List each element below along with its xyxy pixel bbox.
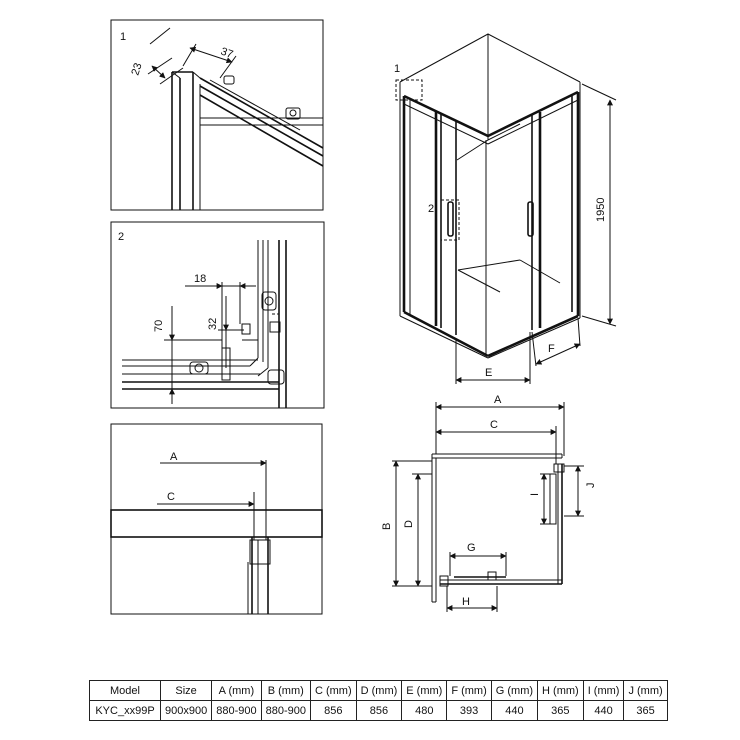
table-header-cell: E (mm) [401,680,448,701]
table-cell: KYC_xx99P [89,700,161,721]
detail-2-panel: 2 [110,221,325,409]
table-header-cell: Model [89,680,161,701]
plan-h-label: H [462,596,470,608]
plan-d-label: D [403,520,415,528]
table-cell: 856 [309,700,357,721]
table-cell: 440 [490,700,539,721]
plan-dim-c: C [435,419,557,464]
detail-2-dim-18: 18 [185,273,256,348]
iso-height-label: 1950 [595,198,607,222]
detail-1-dim-23: 23 [129,27,184,85]
table-cell: 880-900 [211,700,262,721]
table-header-cell: F (mm) [446,680,492,701]
specs-table: Model Size A (mm) B (mm) C (mm) D (mm) E… [89,680,668,721]
table-cell: 880-900 [260,700,311,721]
iso-callout-1-label: 1 [394,63,400,75]
plan-view: A C B D I [381,394,597,612]
table-cell: 480 [401,700,448,721]
table-cell: 856 [355,700,403,721]
plan-a-label: A [494,394,502,406]
plan-dim-j: J [564,465,597,517]
plan-b-label: B [381,523,393,530]
iso-callout-2-label: 2 [428,203,434,215]
iso-dim-e: E [455,332,531,384]
plan-dim-d: D [403,473,432,587]
table-header-cell: H (mm) [537,680,584,701]
detail-1-panel: 1 23 [110,19,324,211]
table-header-cell: I (mm) [582,680,625,701]
table-header-cell: G (mm) [490,680,539,701]
detail-1-profile [171,71,324,210]
detail-1-dim-37: 37 [182,43,237,79]
table-cell: 440 [582,700,625,721]
table-header-cell: A (mm) [211,680,262,701]
table-row: KYC_xx99P 900x900 880-900 880-900 856 85… [89,700,668,721]
dim-70-label: 70 [153,320,165,332]
dim-32-label: 32 [207,318,219,330]
plan-dim-g: G [449,542,507,576]
plan-j-label: J [585,483,597,489]
table-header-row: Model Size A (mm) B (mm) C (mm) D (mm) E… [89,680,668,701]
plan-g-label: G [467,542,476,554]
detail-3-a-label: A [170,451,178,463]
plan-dim-b: B [381,460,432,587]
table-header-cell: D (mm) [355,680,403,701]
plan-dim-i: I [529,473,552,525]
detail-2-dim-70: 70 [153,306,222,404]
table-cell: 365 [537,700,584,721]
iso-f-label: F [548,343,555,355]
iso-callout-2: 2 [428,199,460,241]
detail-3-c-label: C [167,491,175,503]
plan-dim-a: A [435,394,565,456]
detail-2-label: 2 [118,231,124,243]
iso-e-label: E [485,367,492,379]
plan-dim-h: H [446,586,498,612]
table-cell: 393 [446,700,492,721]
plan-i-label: I [529,493,541,496]
table-header-cell: J (mm) [623,680,668,701]
table-cell: 365 [623,700,668,721]
iso-height-dim: 1950 [581,83,617,327]
table-header-cell: C (mm) [309,680,357,701]
plan-c-label: C [490,419,498,431]
detail-3-dim-a: A [160,451,267,466]
iso-enclosure [402,90,580,358]
plan-enclosure [439,463,565,587]
dim-23-label: 23 [129,62,144,77]
iso-dim-f: F [531,317,581,367]
detail-2-dim-32: 32 [207,296,244,368]
plan-walls [431,453,563,603]
detail-3-dim-c: C [157,491,255,507]
dim-18-label: 18 [194,273,206,285]
detail-1-label: 1 [120,31,126,43]
iso-callout-1: 1 [394,63,423,101]
detail-3-panel: A C [110,423,323,615]
table-header-cell: B (mm) [260,680,311,701]
iso-walls [399,33,581,359]
dim-37-label: 37 [219,46,235,61]
detail-2-vertical-profile [249,240,287,408]
table-header-cell: Size [159,680,213,701]
table-cell: 900x900 [159,700,213,721]
iso-view: 1 2 1950 E F [394,33,617,384]
detail-2-horizontal-profile [122,323,279,390]
